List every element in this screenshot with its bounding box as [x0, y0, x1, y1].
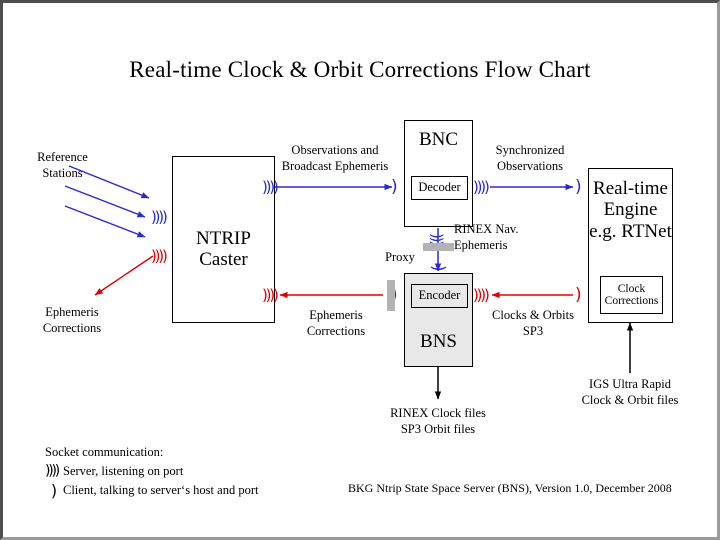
sync-obs-line1: Synchronized: [495, 143, 565, 157]
client-socket-icon-bns-nav: ): [428, 265, 448, 272]
label-proxy: Proxy: [385, 250, 415, 264]
clock-corrections-line1: Clock: [617, 282, 646, 295]
bns-encoder-subbox[interactable]: Encoder: [411, 284, 468, 308]
server-socket-icon: )))): [45, 462, 60, 479]
igs-files-line1: IGS Ultra Rapid: [589, 377, 671, 391]
clock-corrections-subbox[interactable]: Clock Corrections: [600, 276, 663, 314]
eph-corr-left-line1: Ephemeris: [45, 305, 99, 319]
legend-heading: Socket communication:: [45, 443, 258, 462]
bns-title: BNS: [420, 331, 457, 352]
engine-title-line3: e.g. RTNet: [589, 220, 672, 242]
proxy-bar-horizontal: [387, 280, 395, 311]
node-bnc[interactable]: BNC Decoder: [404, 120, 473, 227]
legend-server-text: Server, listening on port: [63, 463, 184, 478]
bnc-title: BNC: [418, 129, 459, 150]
clocks-orbits-line1: Clocks & Orbits: [492, 308, 574, 322]
server-socket-icon-caster-obs: )))): [151, 208, 168, 226]
label-observations-broadcast-ephemeris: Observations and Broadcast Ephemeris: [255, 142, 415, 174]
ntrip-caster-title-line2: Caster: [199, 249, 248, 271]
rinex-nav-line1: RINEX Nav.: [454, 222, 519, 236]
eph-corr-mid-line2: Corrections: [306, 324, 366, 338]
server-socket-icon-bns-in: )))): [473, 286, 490, 304]
reference-stations-line1: Reference: [37, 150, 88, 164]
proxy-bar-vertical: [423, 243, 454, 251]
label-clocks-orbits-sp3: Clocks & Orbits SP3: [478, 307, 588, 339]
eph-corr-left-line2: Corrections: [42, 321, 102, 335]
obs-broadcast-line1: Observations and: [291, 143, 379, 157]
ntrip-caster-title-line1: NTRIP: [196, 228, 251, 249]
footer-version-text: BKG Ntrip State Space Server (BNS), Vers…: [348, 481, 672, 495]
label-rinex-nav-ephemeris: RINEX Nav. Ephemeris: [454, 221, 564, 253]
legend: Socket communication: )))) Server, liste…: [45, 443, 258, 500]
server-socket-icon-caster-out: )))): [262, 178, 279, 196]
legend-heading-text: Socket communication:: [45, 444, 164, 459]
engine-title-line1: Real-time: [593, 178, 668, 199]
client-socket-icon-engine-in: ): [575, 177, 582, 197]
rinex-files-line1: RINEX Clock files: [390, 406, 486, 420]
client-socket-icon-bnc-in: ): [391, 177, 398, 197]
label-synchronized-observations: Synchronized Observations: [475, 142, 585, 174]
server-socket-icon-caster-eph: )))): [151, 247, 168, 265]
page-title: Real-time Clock & Orbit Corrections Flow…: [129, 57, 591, 82]
legend-client-text: Client, talking to server‘s host and por…: [63, 482, 259, 497]
client-socket-icon-engine-out: ): [575, 285, 582, 305]
engine-title-line2: Engine: [603, 199, 658, 221]
label-ephemeris-corrections-left: Ephemeris Corrections: [17, 304, 127, 336]
label-reference-stations: Reference Stations: [15, 149, 110, 181]
legend-client-row: ) Client, talking to server‘s host and p…: [45, 480, 259, 500]
bnc-decoder-subbox[interactable]: Decoder: [411, 176, 468, 200]
node-ntrip-caster[interactable]: NTRIP Caster: [172, 156, 275, 323]
ntrip-caster-title: NTRIP Caster: [173, 228, 274, 271]
server-socket-icon-caster-corr: )))): [262, 286, 279, 304]
label-rinex-clock-sp3-files: RINEX Clock files SP3 Orbit files: [363, 405, 513, 437]
server-socket-icon-bnc-out: )))): [473, 178, 490, 196]
label-ephemeris-corrections-mid: Ephemeris Corrections: [281, 307, 391, 339]
igs-files-line2: Clock & Orbit files: [581, 393, 679, 407]
clocks-orbits-line2: SP3: [522, 324, 544, 338]
rinex-files-line2: SP3 Orbit files: [400, 422, 476, 436]
realtime-engine-title: Real-time Engine e.g. RTNet: [589, 178, 672, 242]
node-bns[interactable]: Encoder BNS: [404, 273, 473, 367]
obs-broadcast-line2: Broadcast Ephemeris: [281, 159, 389, 173]
ephemeris-corrections-left-arrow: [94, 255, 154, 296]
clock-corrections-line2: Corrections: [604, 295, 659, 307]
client-socket-icon: ): [50, 480, 58, 500]
legend-server-row: )))) Server, listening on port: [45, 462, 258, 481]
reference-stations-line2: Stations: [42, 166, 83, 180]
node-realtime-engine[interactable]: Real-time Engine e.g. RTNet Clock Correc…: [588, 168, 673, 323]
sync-obs-line2: Observations: [497, 159, 563, 173]
label-igs-ultra-rapid-files: IGS Ultra Rapid Clock & Orbit files: [554, 376, 706, 408]
rinex-nav-line2: Ephemeris: [454, 238, 508, 252]
eph-corr-mid-line1: Ephemeris: [309, 308, 363, 322]
